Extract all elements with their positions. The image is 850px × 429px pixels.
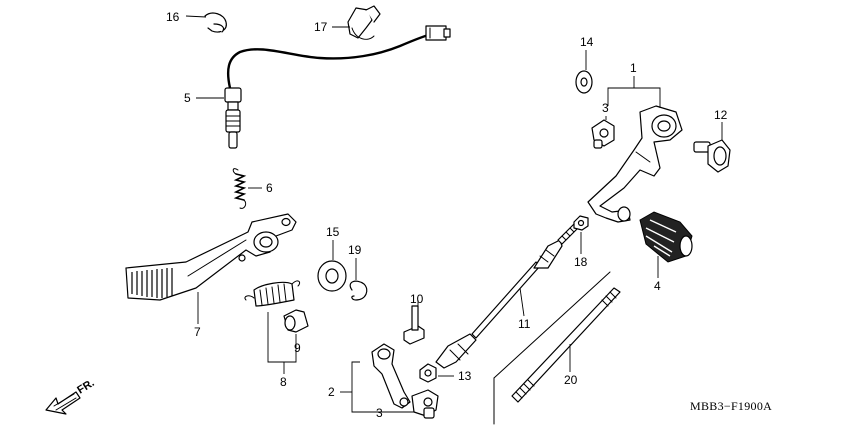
front-direction-arrow: FR.: [45, 377, 97, 415]
front-label: FR.: [75, 377, 96, 397]
part-11-tie-rod: [435, 223, 579, 369]
diagram-code: MBB3−F1900A: [690, 399, 772, 413]
callout-5: 5: [184, 91, 191, 105]
callout-12: 12: [714, 108, 728, 122]
bracket-8: [267, 312, 297, 363]
bracket-2: [351, 361, 410, 413]
leader-11: [519, 287, 525, 317]
callout-8: 8: [280, 375, 287, 389]
part-5-brake-switch: [224, 25, 451, 149]
part-15-washer: [317, 260, 347, 292]
part-19-circlip: [349, 280, 368, 301]
callout-7: 7: [194, 325, 201, 339]
callout-15: 15: [326, 225, 340, 239]
part-4-rubber-peg: [639, 211, 693, 263]
bracket-1: [607, 87, 661, 108]
part-6-spring: [232, 168, 247, 209]
callout-17: 17: [314, 20, 328, 34]
brake-pedal-tread-hatch: [131, 268, 173, 298]
part-17-wire-clamp: [347, 5, 381, 40]
callout-2: 2: [328, 385, 335, 399]
part-1-gearshift-pedal: [587, 105, 683, 223]
part-3-joint-upper: [591, 119, 615, 149]
callout-10: 10: [410, 292, 424, 306]
callout-11: 11: [518, 317, 531, 331]
callout-9: 9: [294, 341, 301, 355]
callout-13: 13: [458, 369, 472, 383]
part-14-washer: [575, 70, 593, 94]
callout-14: 14: [580, 35, 594, 49]
callout-6: 6: [266, 181, 273, 195]
callout-16: 16: [166, 10, 180, 24]
callout-20: 20: [564, 373, 578, 387]
part-3-joint-lower: [411, 389, 439, 419]
leader-16: [185, 15, 207, 18]
part-9-collar: [283, 309, 309, 333]
callout-18: 18: [574, 255, 588, 269]
part-7-brake-pedal: [125, 213, 297, 301]
part-2-shift-arm: [371, 343, 411, 409]
part-12-pivot-bolt: [693, 139, 731, 173]
callout-3b: 3: [376, 406, 383, 420]
part-10-bolt: [403, 305, 425, 345]
callout-19: 19: [348, 243, 362, 257]
part-16-clip: [204, 12, 227, 33]
part-8-return-spring: [244, 280, 301, 307]
callout-3a: 3: [602, 101, 609, 115]
part-13-nut: [419, 363, 437, 383]
callout-4: 4: [654, 279, 661, 293]
callout-1: 1: [630, 61, 637, 75]
part-18-nut: [573, 215, 589, 231]
part-20-stud: [493, 271, 621, 425]
